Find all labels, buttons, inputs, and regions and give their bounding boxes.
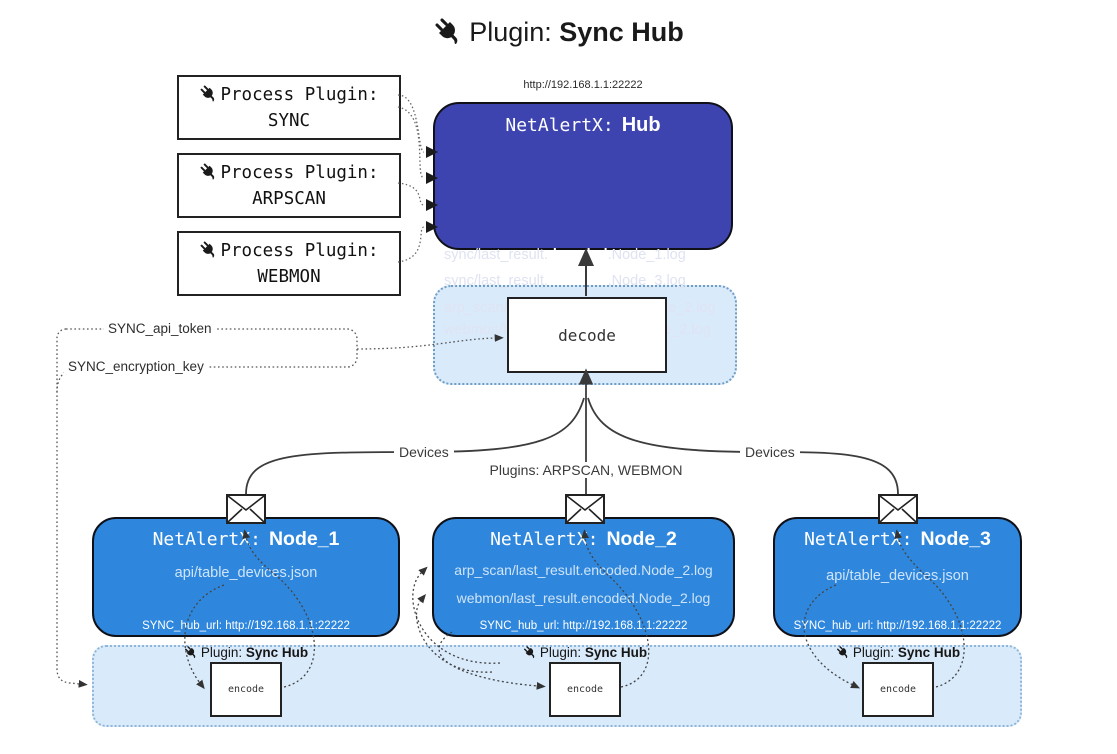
process-plugin-name: WEBMON	[257, 266, 321, 287]
plug-icon	[836, 645, 851, 660]
process-plugin-label: Process Plugin:	[199, 82, 379, 108]
hub-title: NetAlertX:Hub	[505, 114, 661, 136]
envelope-icon	[878, 494, 918, 524]
encode-box-1: encode	[210, 662, 282, 717]
devices-label-right: Devices	[740, 444, 800, 460]
node-title: NetAlertX:Node_3	[804, 528, 991, 550]
process-plugin-sync: Process Plugin: SYNC	[177, 75, 401, 140]
node-hub-url: SYNC_hub_url: http://192.168.1.1:22222	[793, 620, 1002, 632]
envelope-icon	[226, 494, 266, 524]
encode-box-2: encode	[549, 662, 621, 717]
hub-log-line: sync/last_result.decoded.Node_3.log	[444, 273, 686, 289]
encoder-label-3: Plugin: Sync Hub	[836, 645, 960, 660]
encode-box-3: encode	[862, 662, 934, 717]
node-hub-url: SYNC_hub_url: http://192.168.1.1:22222	[479, 620, 688, 632]
node-title: NetAlertX:Node_1	[152, 528, 340, 550]
plugins-mid-label: Plugins: ARPSCAN, WEBMON	[484, 462, 688, 478]
devices-label-left: Devices	[394, 444, 454, 460]
process-plugin-arpscan: Process Plugin: ARPSCAN	[177, 153, 401, 218]
process-plugin-webmon: Process Plugin: WEBMON	[177, 231, 401, 296]
hub-url-label: http://192.168.1.1:22222	[523, 79, 643, 91]
sync-encryption-key-label: SYNC_encryption_key	[64, 359, 208, 374]
decode-box: decode	[507, 297, 667, 373]
encoder-label-2: Plugin: Sync Hub	[523, 645, 647, 660]
plug-icon	[523, 645, 538, 660]
node-file: api/table_devices.json	[174, 565, 318, 581]
process-plugin-name: SYNC	[267, 110, 311, 131]
process-plugin-label: Process Plugin:	[199, 238, 379, 264]
plug-icon	[184, 645, 199, 660]
node-file: arp_scan/last_result.encoded.Node_2.log	[454, 562, 713, 578]
title-name: Sync Hub	[559, 17, 684, 47]
node-1-box: NetAlertX:Node_1 api/table_devices.json …	[92, 517, 400, 637]
envelope-icon	[565, 494, 605, 524]
node-3-box: NetAlertX:Node_3 api/table_devices.json …	[773, 517, 1022, 637]
plug-icon	[199, 162, 219, 182]
hub-log-line: sync/last_result.decoded.Node_1.log	[444, 247, 686, 263]
process-plugin-name: ARPSCAN	[252, 188, 326, 209]
title-prefix: Plugin:	[469, 17, 552, 47]
process-to-hub-connectors	[397, 94, 425, 263]
node-title: NetAlertX:Node_2	[490, 528, 677, 550]
sync-api-token-label: SYNC_api_token	[104, 321, 216, 336]
plug-icon	[199, 84, 219, 104]
node-hub-url: SYNC_hub_url: http://192.168.1.1:22222	[142, 620, 350, 632]
encoder-label-1: Plugin: Sync Hub	[184, 645, 308, 660]
plug-icon	[199, 240, 219, 260]
process-plugin-label: Process Plugin:	[199, 160, 379, 186]
node-2-box: NetAlertX:Node_2 arp_scan/last_result.en…	[432, 517, 735, 637]
plug-icon	[433, 16, 465, 48]
node-file: api/table_devices.json	[826, 568, 969, 584]
page-title: Plugin: Sync Hub	[0, 16, 1117, 48]
hub-box: NetAlertX:Hub sync/last_result.decoded.N…	[433, 102, 733, 338]
node-file: webmon/last_result.encoded.Node_2.log	[456, 590, 711, 606]
